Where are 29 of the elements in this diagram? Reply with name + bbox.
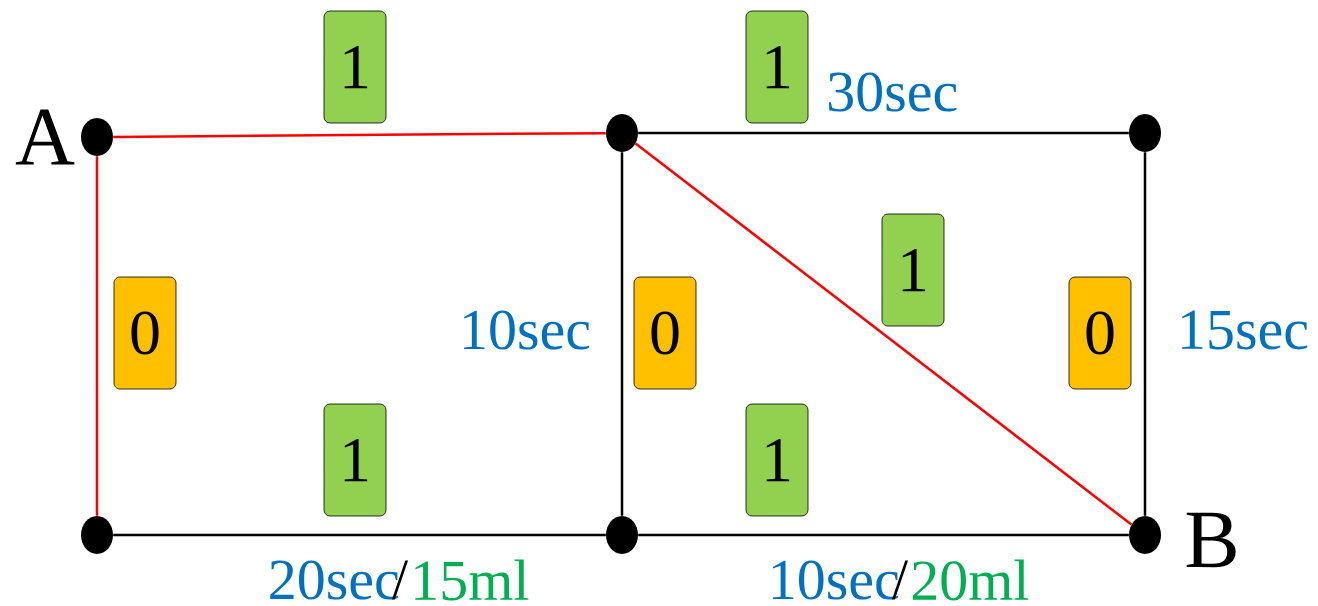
weight-label: 15sec — [1182, 310, 1308, 350]
badge-box: 1 — [323, 403, 387, 517]
weight-label: 30sec — [829, 72, 957, 112]
line — [113, 131, 606, 139]
line — [1143, 152, 1147, 516]
badge-box: 0 — [1068, 276, 1132, 390]
badge-box: 1 — [745, 403, 809, 517]
junction-dot — [81, 516, 113, 554]
badge-box: 1 — [745, 10, 809, 124]
badge-box: 1 — [323, 10, 387, 124]
badge-box: 1 — [881, 213, 945, 327]
weight-label: 20ml — [912, 559, 1029, 601]
line — [113, 533, 606, 537]
junction-dot — [606, 114, 638, 152]
vertex-label: B — [1186, 512, 1236, 568]
vertex-label: A — [15, 109, 75, 165]
badge-box: 0 — [633, 276, 697, 390]
line — [95, 156, 99, 516]
line — [638, 131, 1129, 135]
junction-dot — [81, 118, 113, 156]
junction-dot — [1129, 114, 1161, 152]
weight-label: 10sec — [464, 310, 590, 350]
weight-label: 15ml — [415, 559, 529, 601]
junction-dot — [606, 516, 638, 554]
junction-dot — [1129, 516, 1161, 554]
line — [638, 533, 1129, 537]
badge-box: 0 — [113, 276, 177, 390]
line — [620, 152, 624, 516]
line — [634, 142, 1133, 526]
